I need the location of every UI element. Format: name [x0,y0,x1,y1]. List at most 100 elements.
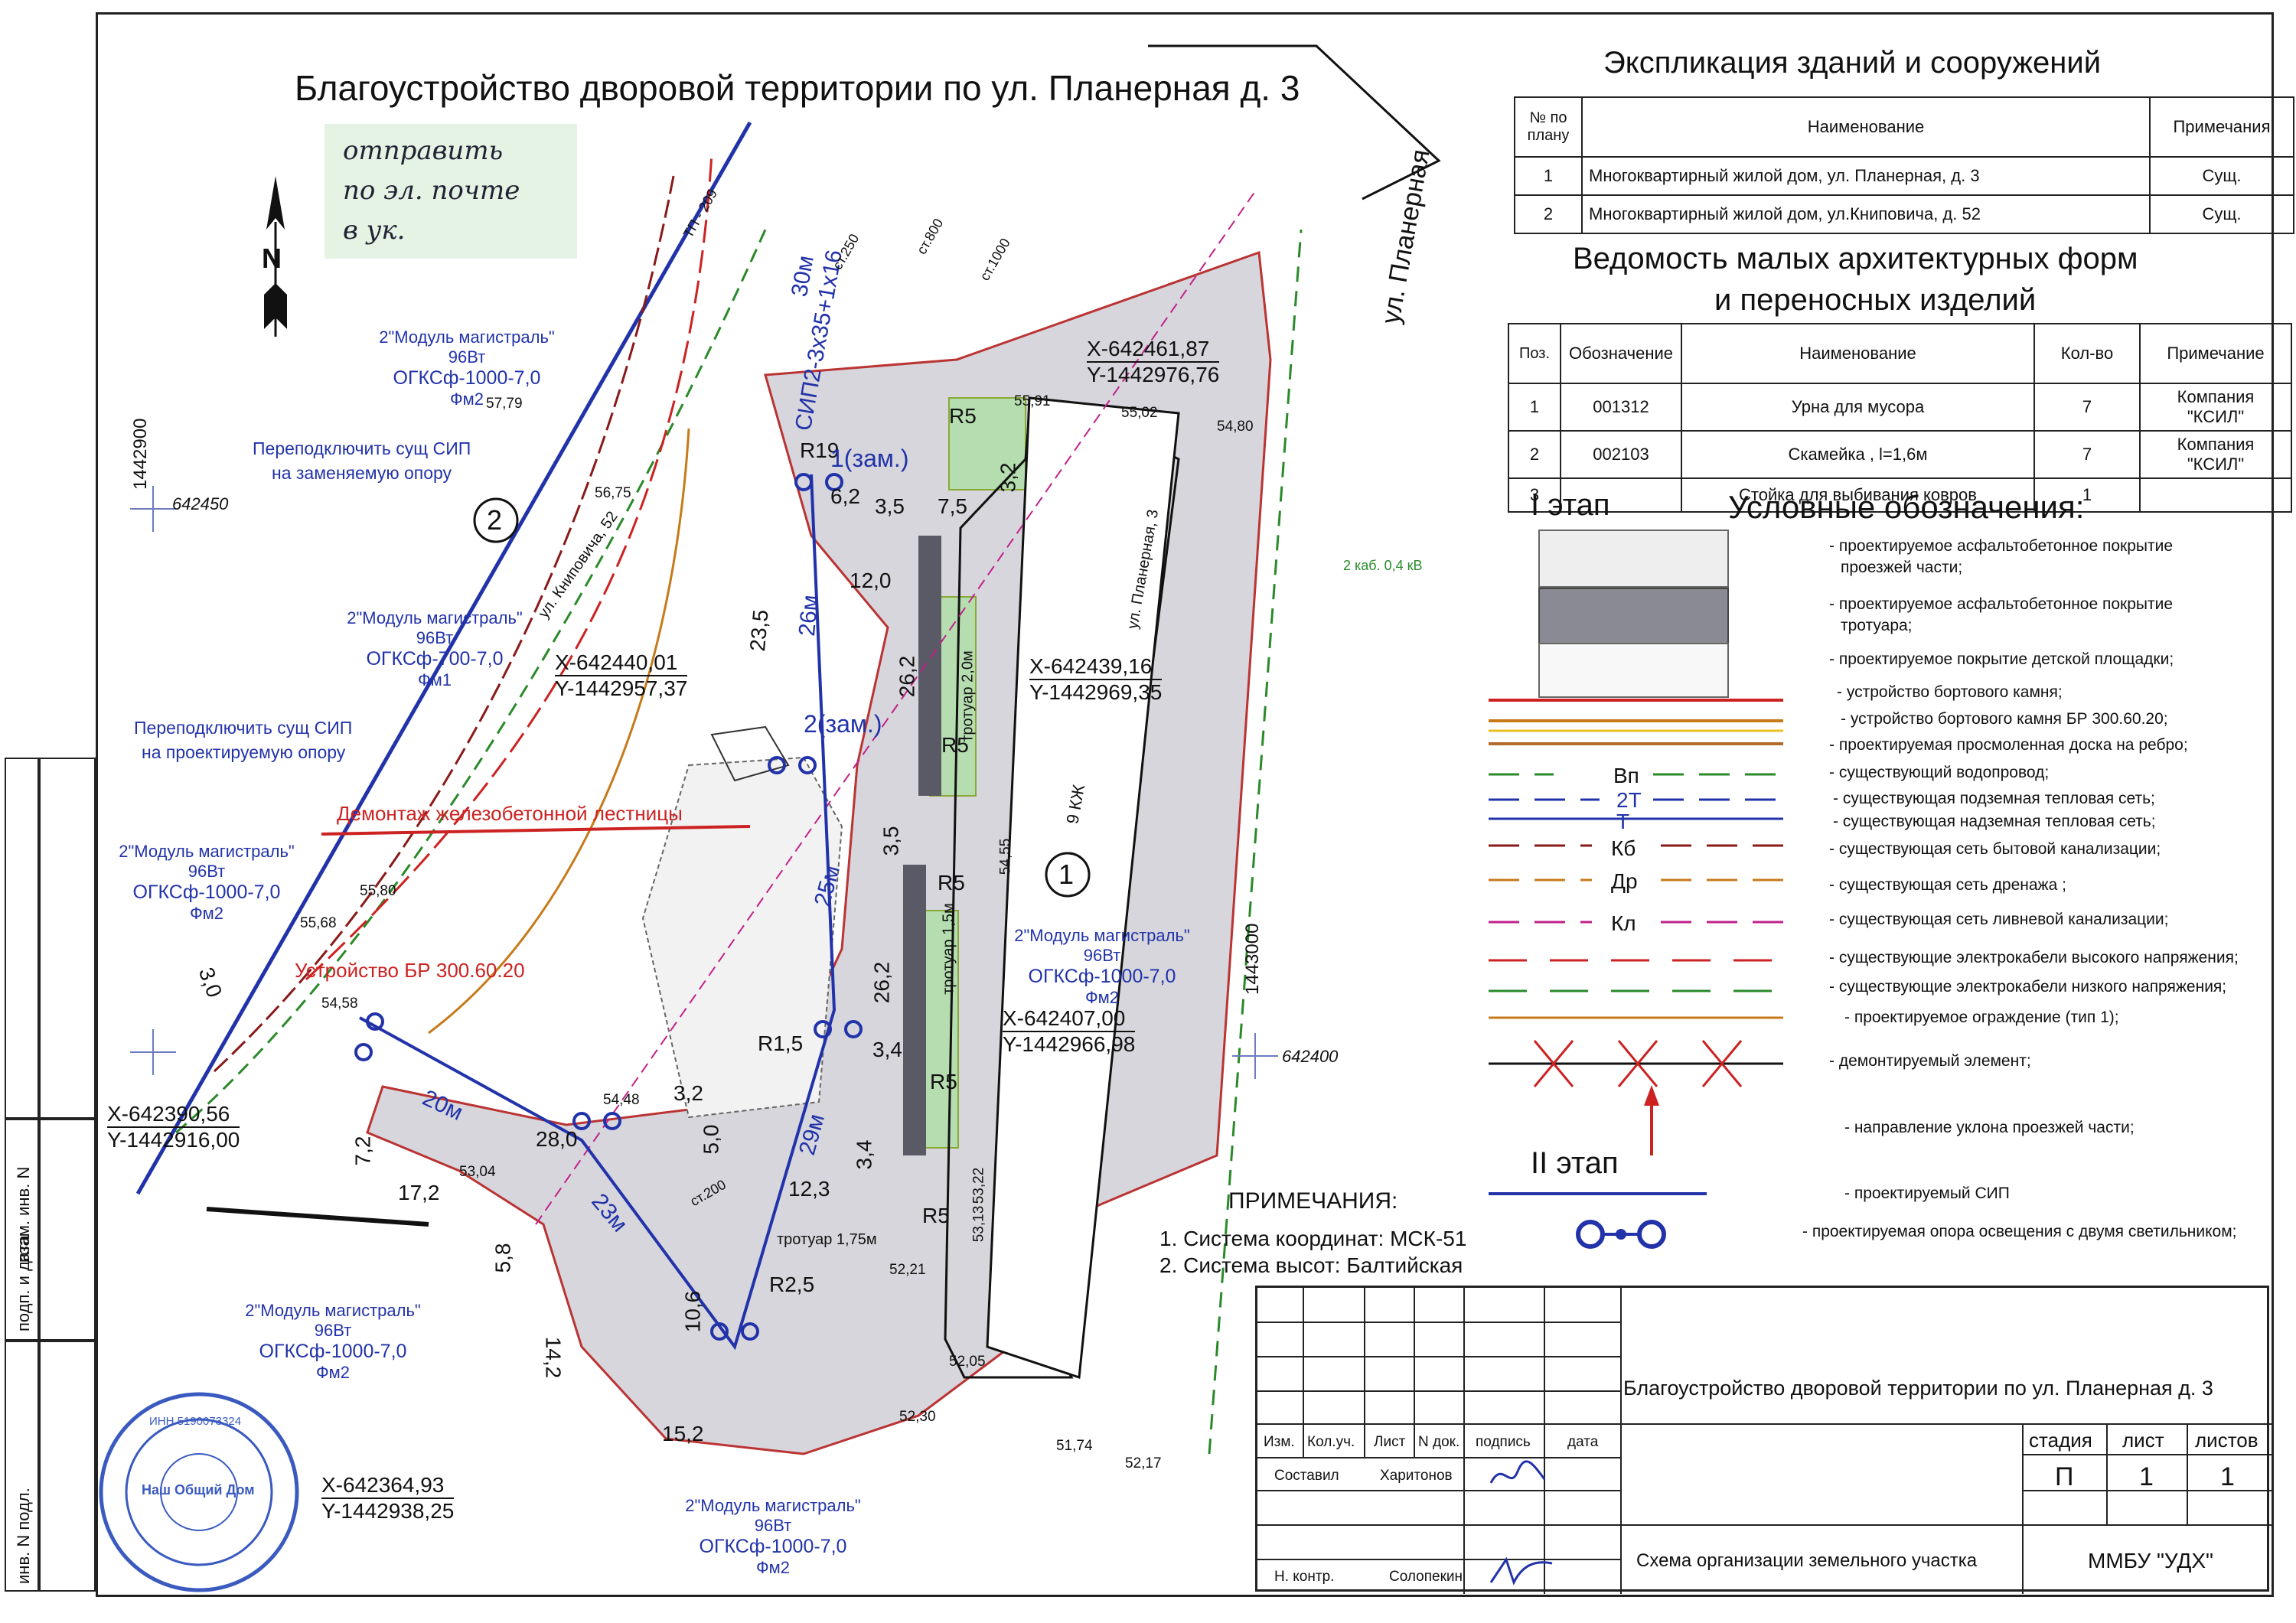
stamp-control-label: Н. контр. [1274,1569,1335,1585]
maf-cell [2139,477,2292,513]
explication-cell: Многоквартирный жилой дом, ул. Планерная… [1581,156,2151,196]
explication-row: 1 Многоквартирный жилой дом, ул. Планерн… [1514,156,2294,196]
lamp-label-6: 2"Модуль магистраль" 96Вт ОГКСф-1000-7,0… [673,1496,872,1578]
lamp-label-2-model: 2"Модуль магистраль" 96Вт [347,608,523,647]
signature-icon [1489,1460,1546,1484]
elev-16: 54,55 [997,838,1014,875]
stamp-title: Благоустройство дворовой территории по у… [1623,1377,2213,1400]
pole-label-1: 1(зам.) [830,445,909,472]
cross-label-642400: 642400 [1282,1047,1339,1066]
maf-cell: 3 [1508,477,1561,513]
stamp-control-name: Солопекин [1389,1569,1463,1585]
legend-stage2: II этап [1531,1146,1619,1180]
dim-17-2: 17,2 [398,1181,440,1204]
lamp-label-1-model: 2"Модуль магистраль" 96Вт [379,328,555,367]
sewer-line [213,175,675,1073]
green-patch [948,397,1026,490]
maf-cell: 7 [2033,383,2141,432]
hv-cable [305,152,713,981]
side-strip-col-b [39,758,96,1592]
maf-header-row: Поз. Обозначение Наименование Кол-во При… [1508,323,2292,384]
sticky-line-2: по эл. почте [343,175,520,206]
house-2-number: 2 [487,504,503,536]
explication-header-no: № по плану [1514,96,1583,158]
pole-label-2: 2(зам.) [804,710,882,738]
legend-label-kb: Кб [1611,836,1636,860]
maf-header-code: Обозначение [1560,323,1682,384]
signature-icon-2 [1489,1556,1553,1586]
demolish-label: Демонтаж железобетонной лестницы [337,802,683,825]
company-seal-icon [99,1392,299,1592]
kab-label-1: 2 каб. 0,4 кВ [1343,558,1423,573]
lamp-label-3-pole: ОГКСф-1000-7,0 [132,882,281,903]
dim-26-2-b: 26,2 [869,961,894,1004]
coord-2-x: X-642440,01 [555,650,678,674]
explication-cell: 1 [1514,156,1583,196]
stamp-header-sign: подпись [1476,1434,1531,1450]
legend-item-20: - проектируемый СИП [1844,1185,2010,1202]
maf-cell: Компания "КСИЛ" [2139,383,2292,432]
stamp-sheet: 1 [2139,1462,2154,1491]
legend-item-8: - проектируемая просмоленная доска на ре… [1829,736,2188,754]
stamp-composed-label: Составил [1274,1468,1339,1484]
coord-left-vertical: 1442900 [130,418,151,490]
reconnect-2-line1: Переподключить сущ СИП [134,718,353,738]
house-1-number: 1 [1058,859,1075,890]
maf-header-qty: Кол-во [2033,323,2141,384]
maf-header-note: Примечание [2139,323,2292,384]
elev-3: 54,80 [1217,419,1254,435]
coord-callout-5: X-642390,56 Y-1442916,00 [107,1102,240,1152]
legend-title: Условные обозначения: [1728,489,2085,525]
maf-header-pos: Поз. [1508,323,1561,384]
lamp-label-6-model: 2"Модуль магистраль" 96Вт [685,1496,861,1535]
dim-3-4-b: 3,4 [852,1139,876,1170]
notes-title: ПРИМЕЧАНИЯ: [1228,1188,1398,1214]
stamp-sheet-label: лист [2122,1429,2164,1452]
elev-17: 53,22 [970,1167,987,1204]
stamp-header-kol: Кол.уч. [1307,1434,1355,1450]
storm-line [535,191,1256,1225]
lamp-label-5-pole: ОГКСф-1000-7,0 [259,1341,407,1362]
elev-12: 52,05 [949,1354,986,1370]
notes-item-2: 2. Система высот: Балтийская [1159,1253,1463,1277]
maf-cell: Урна для мусора [1681,383,2035,432]
dim-7-5: 7,5 [938,494,967,518]
lamp-label-4-pole: ОГКСф-1000-7,0 [1028,966,1176,987]
legend-item-12: - существующая сеть бытовой канализации; [1829,840,2161,858]
maf-row: 2 002103 Скамейка , l=1,6м 7 Компания "К… [1508,430,2292,479]
explication-table: № по плану Наименование Примечания 1 Мно… [1514,96,2294,234]
elev-9: 54,48 [603,1092,640,1108]
legend-item-19: - направление уклона проезжей части; [1844,1119,2135,1136]
lamp-label-5: 2"Модуль магистраль" 96Вт ОГКСф-1000-7,0… [233,1301,432,1383]
sticky-line-3: в ук. [343,215,406,246]
sidewalk-dark-1 [918,536,941,796]
dim-3-4-a: 3,4 [872,1038,902,1061]
stamp-header-ndoc: N док. [1418,1434,1460,1450]
dim-3-2-b: 3,2 [673,1081,703,1105]
sip-line [359,474,837,1351]
stamp-org: ММБУ "УДХ" [2088,1549,2213,1572]
lamp-label-3-model: 2"Модуль магистраль" 96Вт [119,842,295,881]
explication-cell: Многоквартирный жилой дом, ул.Книповича,… [1581,194,2151,234]
light-pole-legend-icon [1576,1220,1666,1249]
elev-11: 52,21 [889,1262,926,1278]
explication-cell: 2 [1514,194,1583,234]
sidewalk-label-1: тротуар 2,0м [959,650,977,742]
elev-7: 55,68 [300,915,337,931]
dim-26-2-a: 26,2 [895,655,919,698]
maf-cell: 7 [2033,430,2141,479]
legend-item-10: - существующая подземная тепловая сеть; [1833,790,2155,807]
radius-r19: R19 [800,438,840,462]
side-strip-cell-2 [5,1339,96,1342]
lamp-label-4-base: Фм2 [1084,988,1120,1007]
lamp-label-2: 2"Модуль магистраль" 96Вт ОГКСф-700-7,0 … [335,608,534,690]
explication-cell: Сущ. [2149,156,2294,196]
lamp-label-2-base: Фм1 [417,670,452,689]
coord-1-y: Y-1442976,76 [1087,361,1220,386]
curb-install-label: Устройство БР 300.60.20 [295,959,525,982]
legend-item-6: - устройство бортового камня; [1837,683,2063,701]
explication-header-note: Примечания [2149,96,2294,158]
sticky-note: отправить по эл. почте в ук. [325,124,577,259]
lamp-label-1-pole: ОГКСф-1000-7,0 [393,367,541,389]
lamp-label-1-base: Фм2 [449,389,484,409]
